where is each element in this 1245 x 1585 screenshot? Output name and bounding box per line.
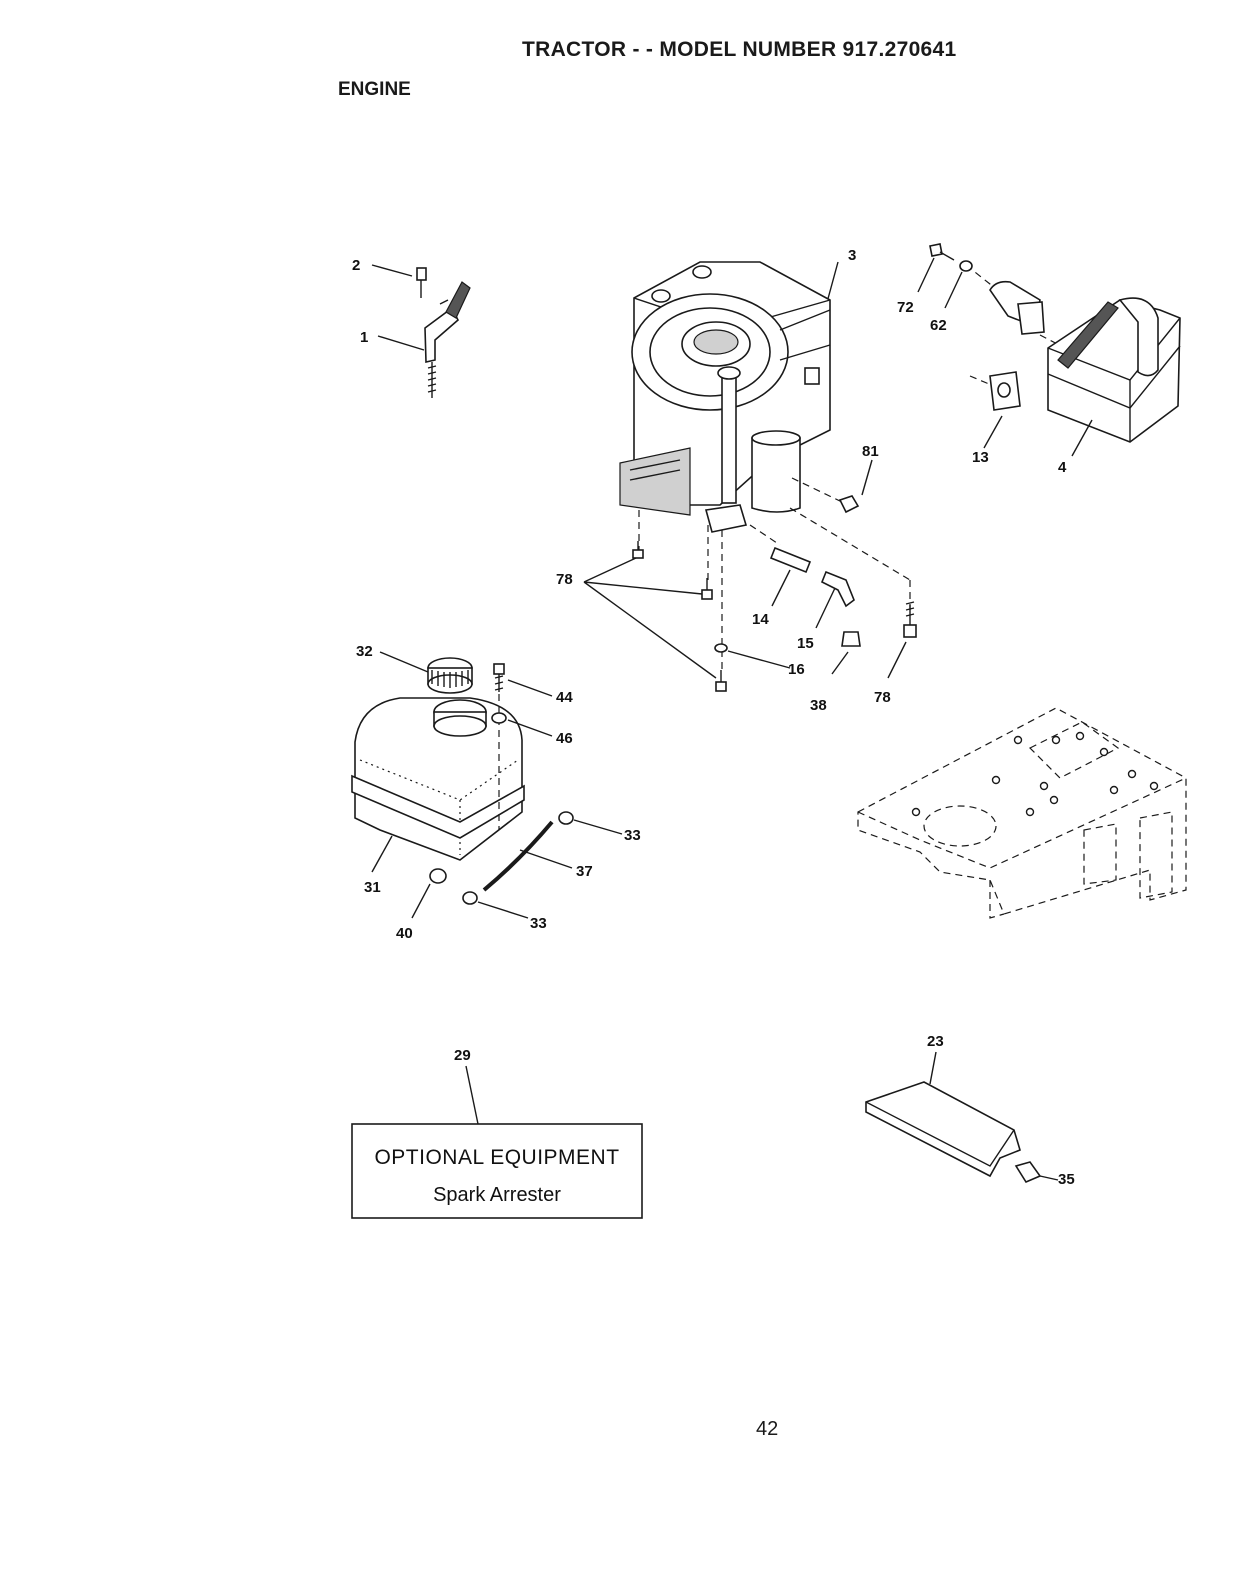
optional-equipment-item: Spark Arrester xyxy=(433,1184,561,1206)
engine-mount-bolts xyxy=(584,541,916,691)
exhaust-assembly xyxy=(918,244,1180,456)
callout-78-a: 78 xyxy=(556,571,573,588)
callout-23: 23 xyxy=(927,1033,944,1050)
engine-assembly xyxy=(620,262,838,532)
callout-29: 29 xyxy=(454,1047,471,1064)
callout-81: 81 xyxy=(862,443,879,460)
callout-14: 14 xyxy=(752,611,769,628)
callout-72: 72 xyxy=(897,299,914,316)
callout-1: 1 xyxy=(360,329,368,346)
callout-44: 44 xyxy=(556,689,573,706)
heat-shield-assembly xyxy=(866,1052,1058,1182)
callout-62: 62 xyxy=(930,317,947,334)
callout-15: 15 xyxy=(797,635,814,652)
callout-46: 46 xyxy=(556,730,573,747)
callout-31: 31 xyxy=(364,879,381,896)
callout-78-b: 78 xyxy=(874,689,891,706)
callout-13: 13 xyxy=(972,449,989,466)
optional-equipment-title: OPTIONAL EQUIPMENT xyxy=(374,1146,619,1169)
throttle-control-assembly xyxy=(372,265,470,398)
callout-33-b: 33 xyxy=(530,915,547,932)
callout-3: 3 xyxy=(848,247,856,264)
callout-4: 4 xyxy=(1058,459,1067,476)
page-number: 42 xyxy=(756,1418,778,1441)
callout-33-a: 33 xyxy=(624,827,641,844)
callout-32: 32 xyxy=(356,643,373,660)
optional-equipment-group: OPTIONAL EQUIPMENT Spark Arrester xyxy=(352,1066,642,1218)
callout-16: 16 xyxy=(788,661,805,678)
callout-37: 37 xyxy=(576,863,593,880)
callout-2: 2 xyxy=(352,257,360,274)
tractor-frame xyxy=(858,708,1186,918)
callout-40: 40 xyxy=(396,925,413,942)
callout-35: 35 xyxy=(1058,1171,1075,1188)
callout-38: 38 xyxy=(810,697,827,714)
